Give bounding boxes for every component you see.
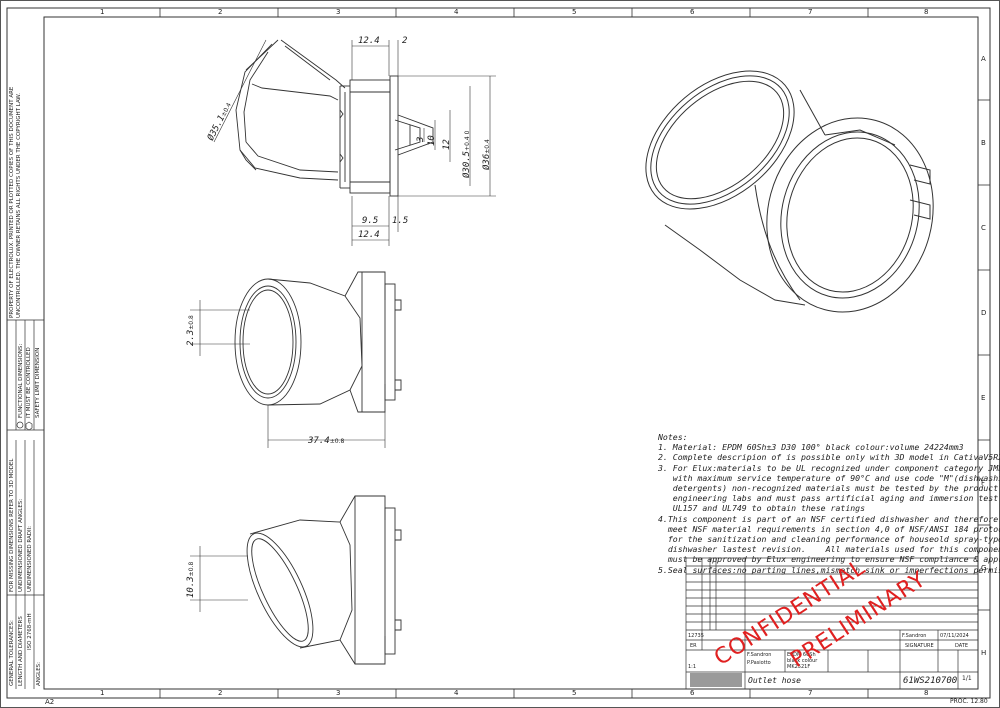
dim-37-4: 37.4±0.8 <box>308 436 345 446</box>
dim-9-5: 9.5 <box>362 216 379 226</box>
side-property-2: UNCONTROLLED. THE OWNER RETAINS ALL RIGH… <box>16 93 22 318</box>
tb-material: EPDM 60Sh <box>787 652 816 658</box>
side-info-boxes <box>7 319 44 689</box>
col-label-bottom-5: 5 <box>572 689 577 697</box>
sheet-format: A2 <box>45 698 55 706</box>
tb-title: Outlet hose <box>748 676 801 685</box>
side-functional: FUNCTIONAL DIMENSIONS: <box>18 343 24 418</box>
side-radii: UNDIMENSIONED RADII: <box>27 525 33 592</box>
top-grid-ticks <box>159 8 990 698</box>
row-label-g: G <box>981 564 987 572</box>
side-angles: ANGLES: <box>36 661 42 686</box>
dim-2-3: 2.3±0.8 <box>186 315 196 346</box>
angled-view-bottom <box>246 495 402 665</box>
tb-code: 12735 <box>688 633 704 639</box>
note-line: 1. Material: EPDM 60Sh±3 D30 100° black … <box>658 442 964 453</box>
row-label-f: F <box>981 479 986 487</box>
col-label-bottom-7: 7 <box>808 689 813 697</box>
col-label-bottom-3: 3 <box>336 689 341 697</box>
side-view-middle <box>234 271 402 413</box>
side-iso: ISO 2768-mH <box>27 613 33 650</box>
tb-signer: F.Sandron <box>902 633 927 639</box>
row-label-h: H <box>981 649 987 657</box>
row-label-e: E <box>981 394 986 402</box>
col-label-8: 8 <box>924 8 929 16</box>
col-label-4: 4 <box>454 8 459 16</box>
col-label-bottom-2: 2 <box>218 689 223 697</box>
row-label-d: D <box>981 309 987 317</box>
dimension-lines-bottom <box>190 546 248 612</box>
tb-scale: 1:1 <box>688 664 697 670</box>
dim-1-5: 1.5 <box>392 216 409 226</box>
proc-label: PROC. 12.80 <box>950 698 988 705</box>
col-label-2: 2 <box>218 8 223 16</box>
note-line: UL157 and UL749 to obtain these ratings <box>658 503 866 514</box>
note-line: 2. Complete descripion of is possible on… <box>658 452 1000 463</box>
tb-volume: MK2521F <box>787 664 811 670</box>
side-property-1: PROPERTY OF ELECTROLUX. PRINTED OR PLOTT… <box>9 86 15 318</box>
note-line: engineering labs and must pass artificia… <box>658 493 1000 504</box>
dim-12-4-bottom: 12.4 <box>358 230 380 240</box>
col-label-7: 7 <box>808 8 813 16</box>
dim-12: 12 <box>442 139 452 150</box>
title-block-grid <box>685 557 979 690</box>
tb-signature-label: SIGNATURE <box>905 643 934 649</box>
isometric-view <box>645 70 934 313</box>
note-line: for the sanitization and cleaning perfor… <box>658 534 1000 545</box>
notes-title: Notes: <box>658 432 688 442</box>
dim-10-3: 10.3±0.8 <box>186 561 196 598</box>
side-linear: LENGTH AND DIAMETERS <box>18 616 24 686</box>
tb-color: black colour <box>787 658 818 664</box>
col-label-bottom-8: 8 <box>924 689 929 697</box>
note-line: 5.Seal surfaces:no parting lines,mismatc… <box>658 564 1000 575</box>
note-line: with maximum service temperature of 90°C… <box>658 472 1000 483</box>
row-label-b: B <box>981 139 986 147</box>
note-line: meet NSF material requirements in sectio… <box>658 523 1000 534</box>
note-line: 3. For Elux:materials to be UL recognize… <box>658 462 1000 473</box>
dim-12-4-top: 12.4 <box>358 36 380 46</box>
dim-d30-5: Ø30.5+0.4 0 <box>462 130 472 178</box>
tb-rev: ER <box>690 643 697 649</box>
tb-part-number: 61WS210700 <box>903 676 958 686</box>
tb-drawn-by: F.Sandron <box>747 652 772 658</box>
note-line: detergents) non-recognized materials mus… <box>658 483 999 494</box>
col-label-3: 3 <box>336 8 341 16</box>
tb-date-label: DATE <box>955 643 969 649</box>
tb-sheet: 1/1 <box>962 675 972 682</box>
note-line: dishwasher lastest revision. All materia… <box>658 544 1000 555</box>
row-label-c: C <box>981 224 986 232</box>
tb-approved: P.Pasiotto <box>747 660 771 666</box>
col-label-6: 6 <box>690 8 695 16</box>
dim-d36: Ø36±0.4 <box>482 139 492 170</box>
col-label-bottom-6: 6 <box>690 689 695 697</box>
row-label-a: A <box>981 55 986 63</box>
dimension-lines-middle <box>190 300 386 448</box>
notes-block: Notes: 1. Material: EPDM 60Sh±3 D30 100°… <box>658 432 1000 575</box>
col-label-bottom-4: 4 <box>454 689 459 697</box>
side-draft: UNDIMENSIONED DRAFT ANGLES: <box>18 498 24 592</box>
side-tolerances: GENERAL TOLERANCES: <box>9 620 15 686</box>
side-safety: SAFETY LIMIT DIMENSION <box>35 347 41 418</box>
dim-3: 3 <box>416 136 426 142</box>
dim-10: 10 <box>427 135 437 146</box>
dim-2: 2 <box>402 36 408 46</box>
redacted-logo <box>690 673 742 687</box>
col-label-1: 1 <box>100 8 105 16</box>
section-view-top <box>235 39 434 197</box>
tb-date: 07/11/2024 <box>940 633 969 639</box>
dimension-lines-top <box>213 39 496 246</box>
col-label-bottom-1: 1 <box>100 689 105 697</box>
note-line: must be approved by Elux engineering to … <box>658 554 1000 565</box>
note-line: 4.This component is part of an NSF certi… <box>658 513 1000 524</box>
side-controlled: IT MUST BE CONTROLLED <box>26 347 32 418</box>
side-unspec-dims: FOR MISSING DIMENSIONS REFER TO 3D MODEL <box>9 458 15 592</box>
col-label-5: 5 <box>572 8 577 16</box>
